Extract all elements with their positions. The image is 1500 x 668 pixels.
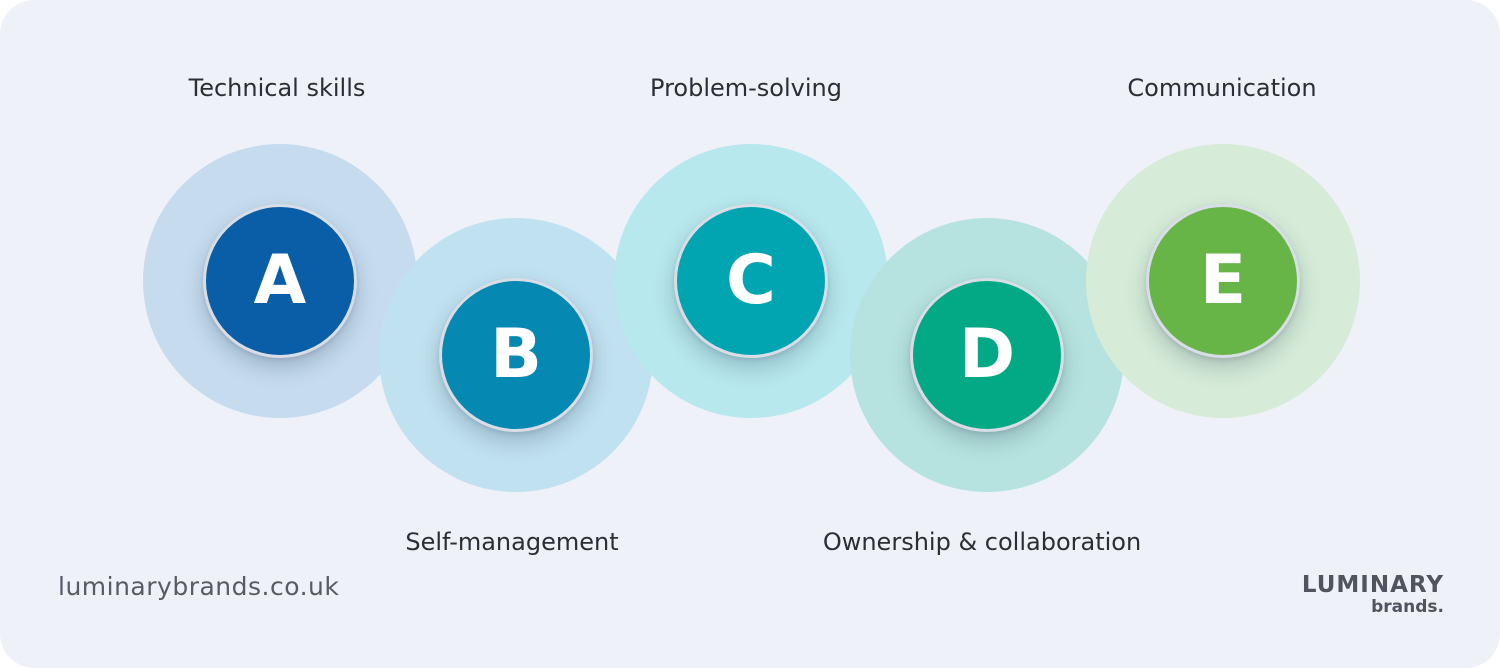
disc-e: E bbox=[1146, 204, 1300, 358]
disc-d: D bbox=[910, 278, 1064, 432]
label-self-management: Self-management bbox=[405, 528, 619, 556]
label-problem-solving: Problem-solving bbox=[650, 74, 842, 102]
label-ownership-collaboration: Ownership & collaboration bbox=[822, 528, 1142, 556]
disc-a: A bbox=[203, 204, 357, 358]
logo-subline: brands. bbox=[1371, 597, 1444, 617]
luminary-brands-logo: LUMINARY brands. bbox=[1302, 572, 1444, 616]
disc-letter-e: E bbox=[1199, 241, 1247, 320]
logo-wordmark: LUMINARY bbox=[1301, 572, 1444, 598]
disc-letter-d: D bbox=[958, 315, 1016, 394]
website-url: luminarybrands.co.uk bbox=[58, 572, 340, 601]
disc-b: B bbox=[439, 278, 593, 432]
disc-letter-b: B bbox=[490, 315, 542, 394]
disc-c: C bbox=[674, 204, 828, 358]
disc-letter-a: A bbox=[253, 241, 307, 320]
label-communication: Communication bbox=[1127, 74, 1317, 102]
label-technical-skills: Technical skills bbox=[188, 74, 366, 102]
disc-letter-c: C bbox=[726, 241, 776, 320]
